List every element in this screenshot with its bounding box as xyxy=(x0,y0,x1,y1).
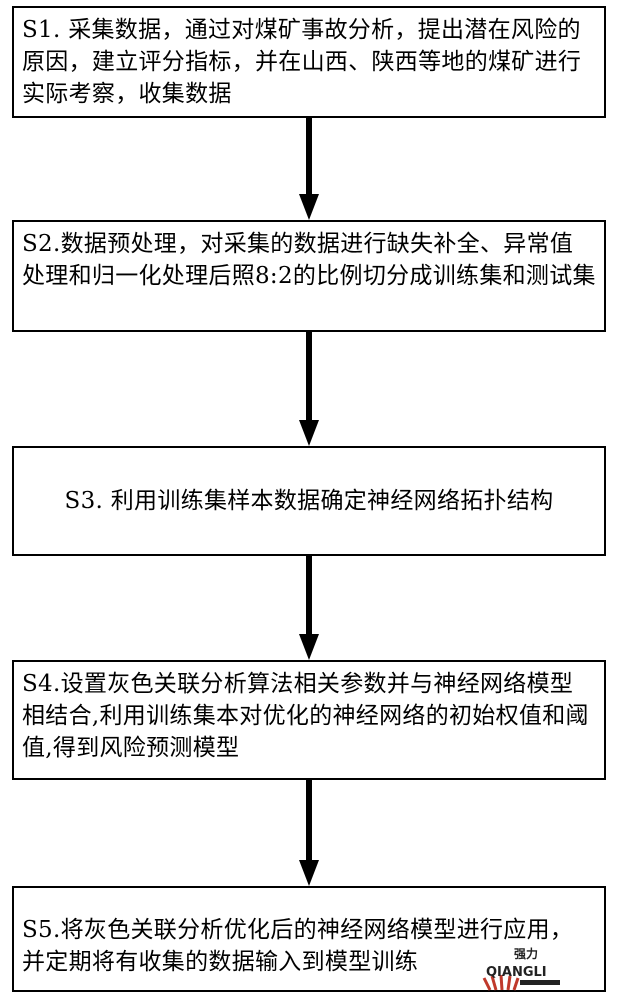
arrow-s3-to-s4 xyxy=(299,556,319,660)
step-text-s5: S5.将灰色关联分析优化后的神经网络模型进行应用，并定期将有收集的数据输入到模型… xyxy=(22,917,574,975)
step-box-s3: S3. 利用训练集样本数据确定神经网络拓扑结构 xyxy=(12,446,606,556)
qiangli-watermark-logo: 强力 QIANGLI xyxy=(480,944,570,996)
svg-text:强力: 强力 xyxy=(514,946,538,961)
svg-text:QIANGLI: QIANGLI xyxy=(486,965,547,980)
arrow-s1-to-s2 xyxy=(299,118,319,220)
step-text-s3: S3. 利用训练集样本数据确定神经网络拓扑结构 xyxy=(64,488,554,514)
logo-rays-icon xyxy=(482,974,520,991)
arrow-s2-to-s3 xyxy=(299,332,319,446)
step-box-s2: S2.数据预处理，对采集的数据进行缺失补全、异常值处理和归一化处理后照8:2的比… xyxy=(12,220,606,332)
step-box-s4: S4.设置灰色关联分析算法相关参数并与神经网络模型相结合,利用训练集本对优化的神… xyxy=(12,660,606,780)
step-box-s1: S1. 采集数据，通过对煤矿事故分析，提出潜在风险的原因，建立评分指标，并在山西… xyxy=(12,6,606,118)
step-text-s4: S4.设置灰色关联分析算法相关参数并与神经网络模型相结合,利用训练集本对优化的神… xyxy=(22,671,589,761)
step-box-s5: S5.将灰色关联分析优化后的神经网络模型进行应用，并定期将有收集的数据输入到模型… xyxy=(12,886,606,992)
step-text-s1: S1. 采集数据，通过对煤矿事故分析，提出潜在风险的原因，建立评分指标，并在山西… xyxy=(22,17,582,107)
step-text-s2: S2.数据预处理，对采集的数据进行缺失补全、异常值处理和归一化处理后照8:2的比… xyxy=(22,231,596,289)
arrow-s4-to-s5 xyxy=(299,780,319,886)
